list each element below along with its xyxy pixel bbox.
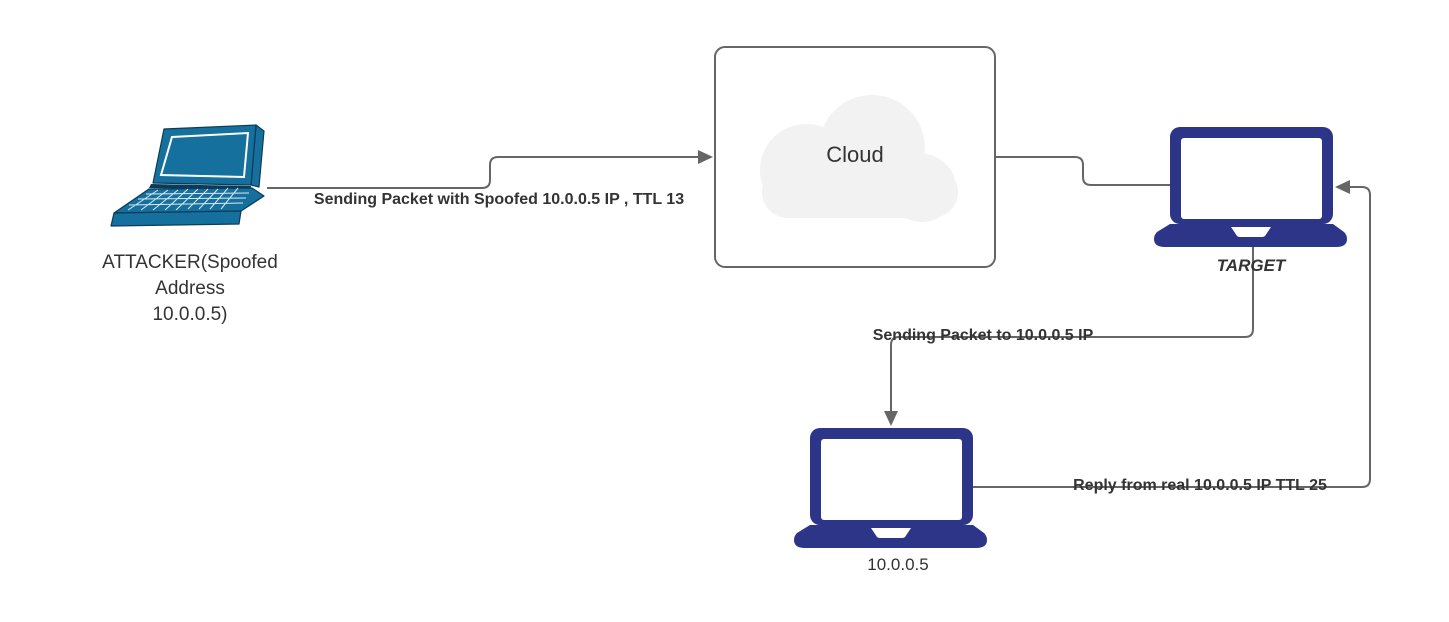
edge-attacker-to-cloud <box>267 150 713 189</box>
cloud-node <box>714 46 996 268</box>
arrowhead-left-icon <box>1335 180 1350 194</box>
cloud-icon <box>760 95 958 222</box>
edge-cloud-to-target <box>995 156 1170 186</box>
edge-label-packet-to-real: Sending Packet to 10.0.0.5 IP <box>872 327 1094 344</box>
edge-real-host-to-target <box>973 180 1371 488</box>
target-laptop-icon <box>1154 127 1347 247</box>
edge-label-spoofed-packet: Sending Packet with Spoofed 10.0.0.5 IP … <box>313 191 685 208</box>
attacker-label: ATTACKER(Spoofed Address 10.0.0.5) <box>102 252 278 326</box>
arrowhead-down-icon <box>884 411 898 426</box>
arrowhead-right-icon <box>698 150 713 164</box>
real-host-label: 10.0.0.5 <box>867 555 929 574</box>
attacker-laptop-icon <box>110 124 265 227</box>
real-host-laptop-icon <box>794 428 987 548</box>
cloud-label: Cloud <box>826 142 884 167</box>
edge-target-to-real-host <box>884 247 1254 426</box>
edge-label-reply: Reply from real 10.0.0.5 IP TTL 25 <box>1073 477 1327 494</box>
target-label: TARGET <box>1216 256 1286 275</box>
